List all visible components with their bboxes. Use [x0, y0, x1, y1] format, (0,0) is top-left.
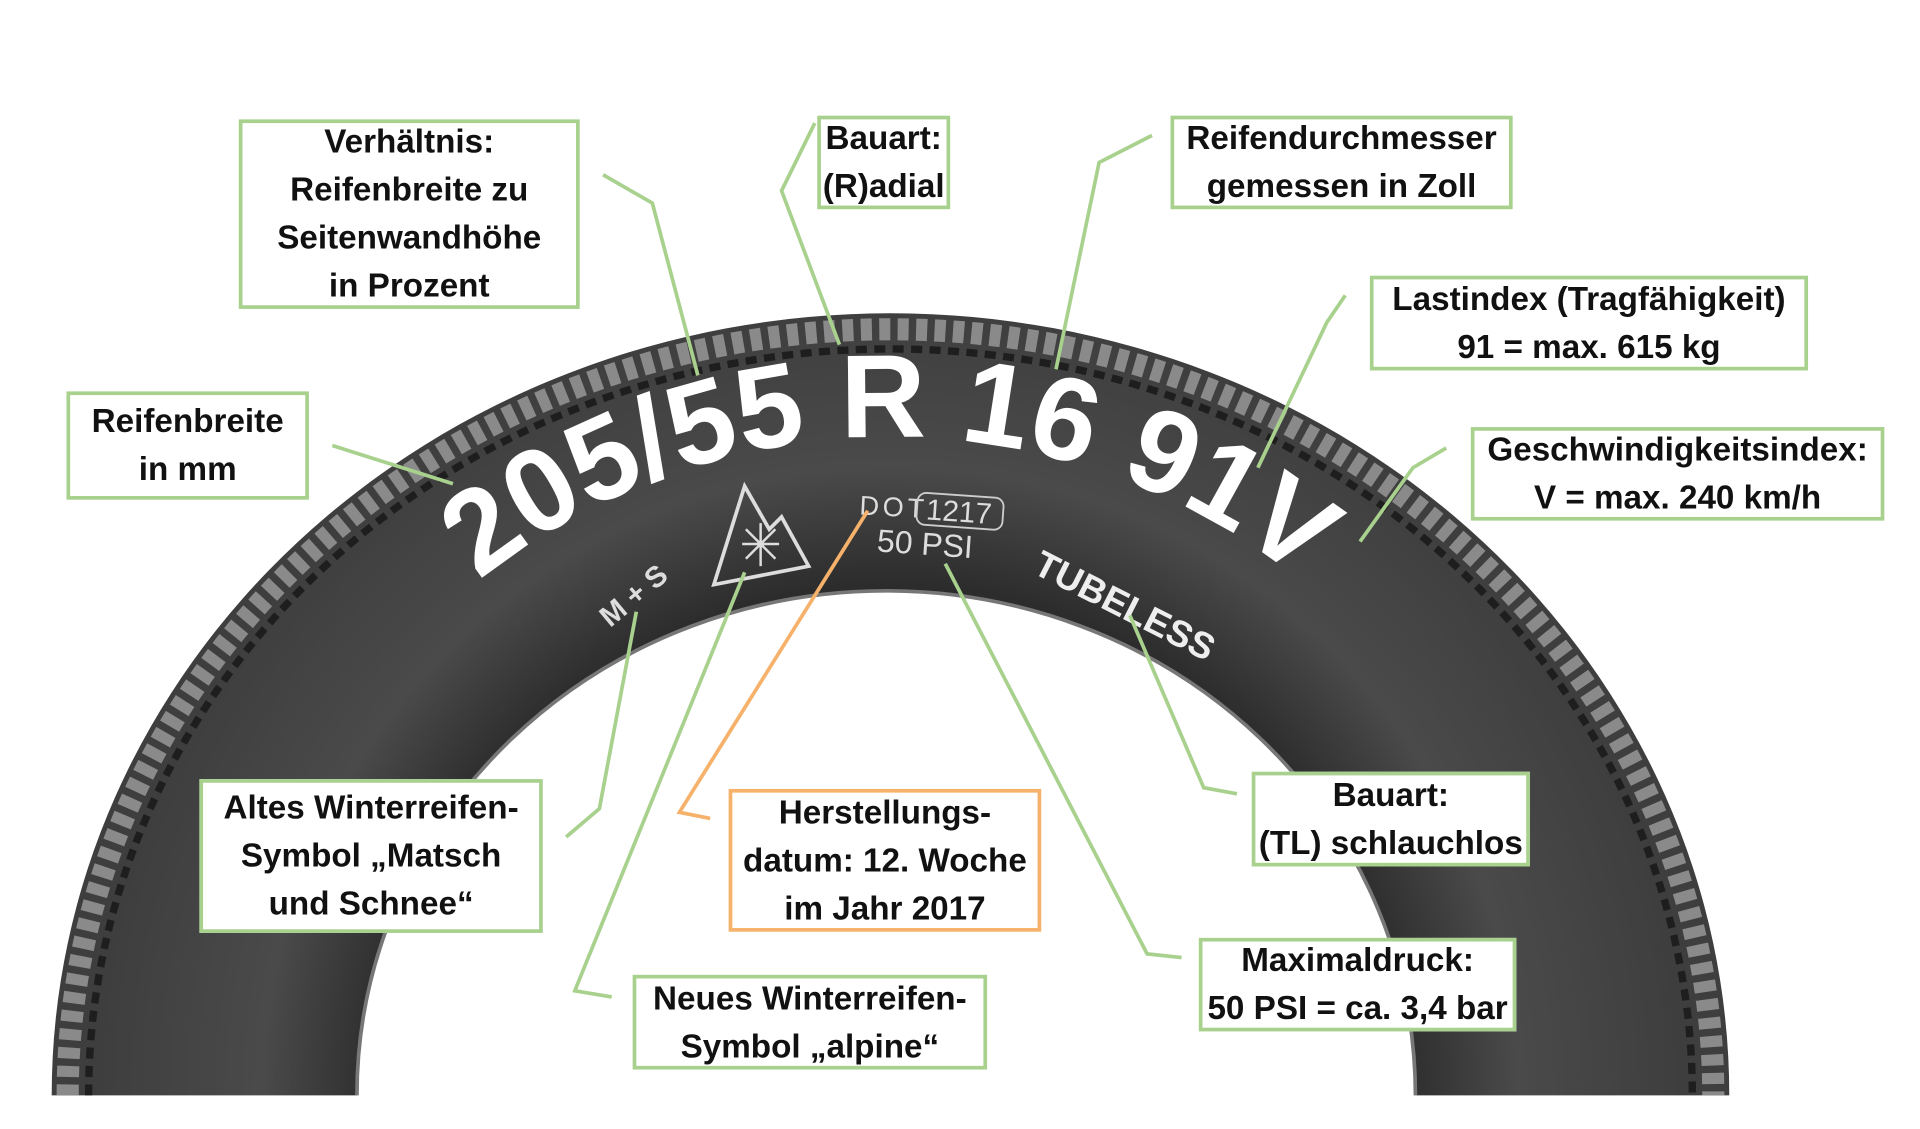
label-tubeless: Bauart: (TL) schlauchlos — [1251, 771, 1530, 867]
dot-code: 1217 — [925, 493, 993, 531]
leader-lines — [331, 122, 1448, 999]
leader-width — [331, 443, 454, 486]
label-line: Symbol „Matsch — [240, 836, 502, 874]
leader-new-winter — [572, 571, 747, 999]
label-line: Altes Winterreifen- — [223, 788, 519, 826]
label-line: gemessen in Zoll — [1206, 167, 1477, 205]
label-line: datum: 12. Woche — [743, 841, 1027, 879]
label-line: Geschwindigkeitsindex: — [1487, 430, 1868, 468]
label-line: Reifenbreite — [91, 402, 284, 440]
label-line: 91 = max. 615 kg — [1457, 328, 1721, 365]
label-width: Reifenbreite in mm — [66, 391, 309, 500]
label-line: in mm — [138, 450, 237, 488]
label-speed-index: Geschwindigkeitsindex: V = max. 240 km/h — [1470, 427, 1885, 521]
label-ratio: Verhältnis: Reifenbreite zu Seitenwandhö… — [238, 119, 580, 309]
leader-old-winter — [564, 611, 639, 839]
label-line: Bauart: — [1332, 776, 1449, 813]
label-diameter: Reifendurchmesser gemessen in Zoll — [1170, 115, 1513, 210]
leader-date — [676, 509, 870, 821]
leader-ratio — [602, 173, 700, 376]
leader-radial — [779, 122, 842, 346]
label-radial: Bauart: (R)adial — [817, 115, 951, 210]
label-line: Maximaldruck: — [1241, 941, 1474, 979]
label-new-winter: Neues Winterreifen- Symbol „alpine“ — [632, 974, 988, 1070]
tire-tread — [56, 318, 1725, 1096]
label-line: Lastindex (Tragfähigkeit) — [1392, 280, 1786, 317]
leader-speed — [1358, 446, 1448, 543]
leader-diameter — [1054, 133, 1153, 370]
label-line: Bauart: — [825, 119, 942, 157]
dot-code-frame — [915, 491, 1005, 531]
label-line: (R)adial — [822, 167, 945, 205]
label-line: Reifenbreite zu — [290, 171, 529, 209]
label-load-index: Lastindex (Tragfähigkeit) 91 = max. 615 … — [1369, 275, 1809, 371]
label-line: (TL) schlauchlos — [1258, 824, 1523, 861]
label-line: Seitenwandhöhe — [277, 219, 542, 257]
leader-pressure — [943, 562, 1182, 960]
label-line: im Jahr 2017 — [784, 889, 986, 927]
label-line: Reifendurchmesser — [1186, 119, 1497, 157]
leader-tubeless — [1128, 614, 1238, 796]
label-old-winter: Altes Winterreifen- Symbol „Matsch und S… — [199, 779, 543, 933]
label-line: Herstellungs- — [778, 793, 992, 831]
label-line: 50 PSI = ca. 3,4 bar — [1207, 989, 1508, 1027]
label-line: Neues Winterreifen- — [653, 979, 967, 1017]
label-line: V = max. 240 km/h — [1533, 478, 1822, 516]
alpine-snowflake-icon — [711, 481, 812, 588]
max-pressure-marking: 50 PSI — [876, 522, 974, 565]
leader-load — [1256, 294, 1347, 469]
label-manufacture-date: Herstellungs- datum: 12. Woche im Jahr 2… — [728, 788, 1042, 932]
label-max-pressure: Maximaldruck: 50 PSI = ca. 3,4 bar — [1198, 937, 1517, 1032]
tire-sidewall — [51, 313, 1730, 1096]
label-line: in Prozent — [328, 267, 490, 305]
label-line: Symbol „alpine“ — [680, 1027, 940, 1065]
tire-tread-inner — [84, 345, 1697, 1096]
label-line: und Schnee“ — [268, 884, 474, 922]
label-line: Verhältnis: — [324, 123, 495, 161]
